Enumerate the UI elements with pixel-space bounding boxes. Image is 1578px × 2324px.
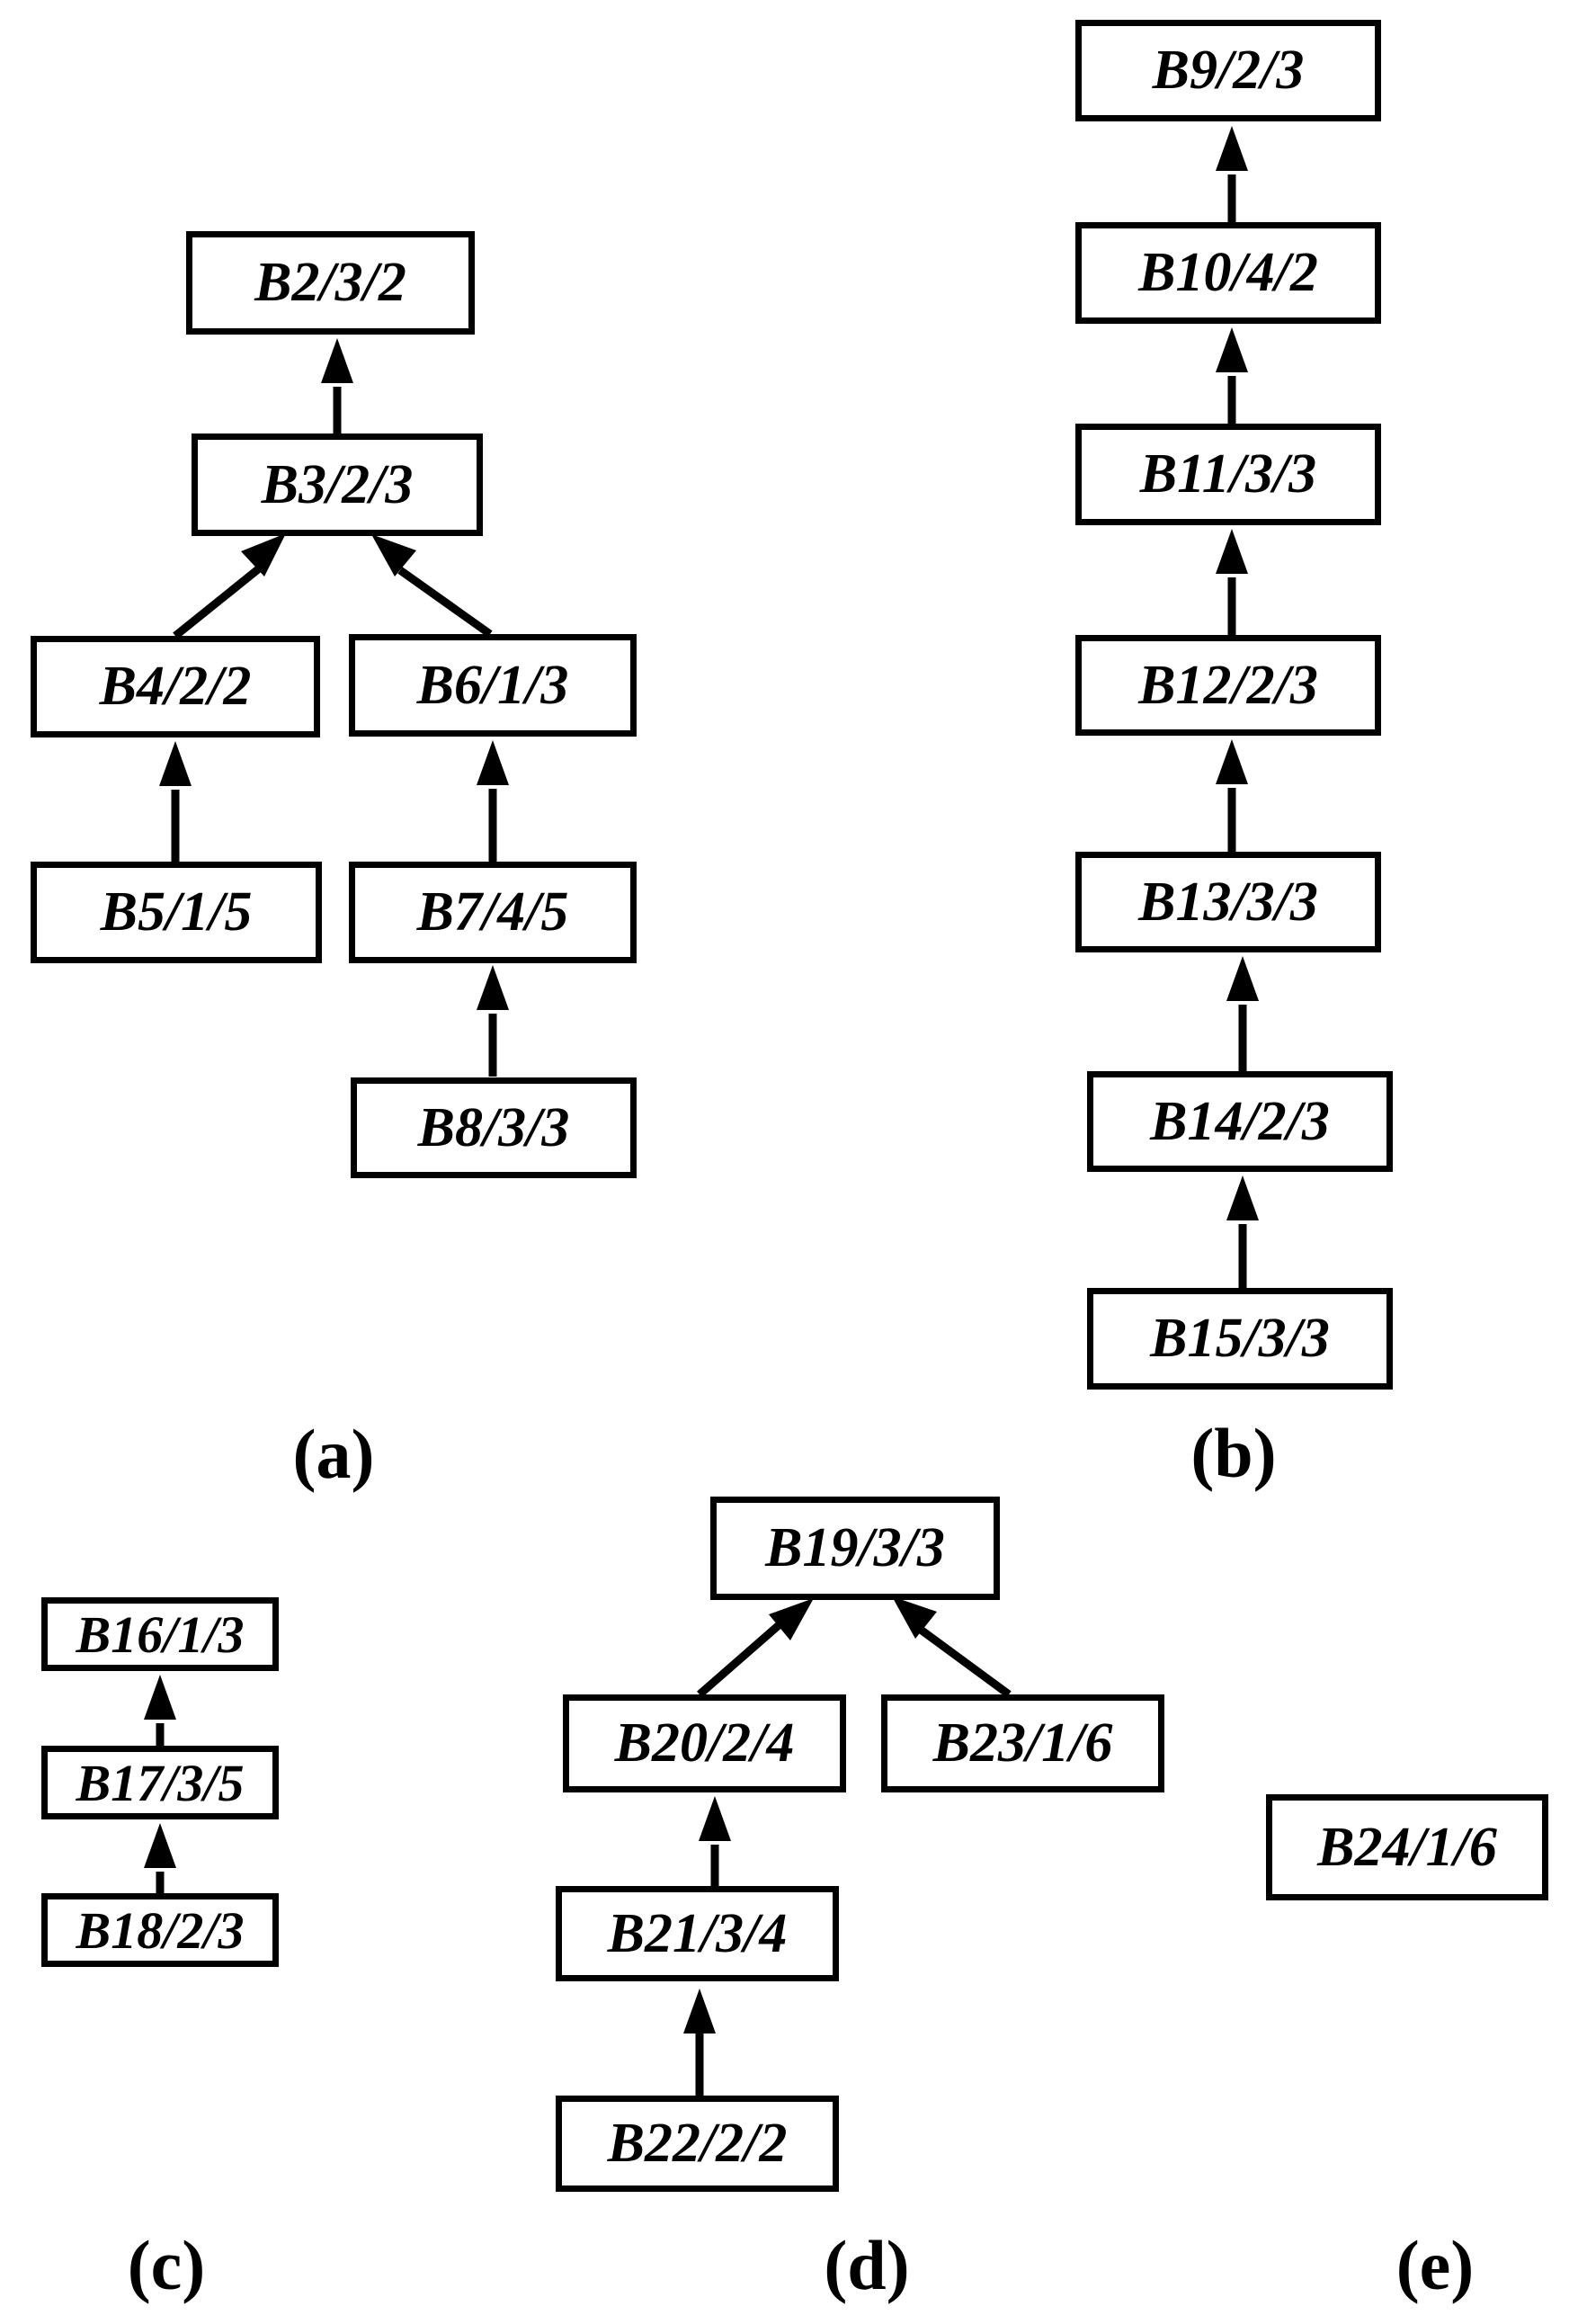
arrow-B21-B20: [699, 1796, 731, 1886]
node-B23-label: B23/1/6: [932, 1712, 1113, 1774]
group-label-c: (c): [128, 2225, 206, 2306]
group-label-c-text: (c): [127, 2226, 206, 2304]
node-B14-label: B14/2/3: [1150, 1090, 1330, 1152]
arrow-B23-B19: [892, 1596, 1012, 1698]
node-B4: B4/2/2: [31, 636, 320, 737]
group-label-a: (a): [293, 1414, 375, 1495]
node-B9-label: B9/2/3: [1152, 40, 1305, 101]
arrow-B18-B17: [144, 1823, 176, 1893]
node-B13-label: B13/3/3: [1138, 871, 1318, 933]
node-B11: B11/3/3: [1075, 424, 1381, 525]
node-B16: B16/1/3: [41, 1597, 279, 1671]
arrow-B15-B14: [1226, 1175, 1259, 1288]
node-B16-label: B16/1/3: [76, 1604, 245, 1664]
arrow-B10-B9: [1216, 126, 1248, 222]
node-B24: B24/1/6: [1266, 1794, 1548, 1900]
group-label-b: (b): [1190, 1413, 1276, 1494]
node-B17: B17/3/5: [41, 1746, 279, 1819]
group-label-e-text: (e): [1395, 2226, 1475, 2304]
node-B6-label: B6/1/3: [416, 654, 569, 716]
node-B5: B5/1/5: [31, 862, 322, 963]
node-B17-label: B17/3/5: [76, 1753, 245, 1812]
node-B11-label: B11/3/3: [1139, 443, 1317, 505]
arrow-B14-B13: [1226, 956, 1259, 1071]
node-B12: B12/2/3: [1075, 635, 1381, 736]
arrow-B4-B3: [173, 533, 286, 639]
node-B10: B10/4/2: [1075, 222, 1381, 324]
node-B12-label: B12/2/3: [1138, 654, 1318, 716]
arrow-B20-B19: [697, 1598, 814, 1698]
node-B13: B13/3/3: [1075, 852, 1381, 952]
node-B24-label: B24/1/6: [1317, 1816, 1497, 1878]
node-B5-label: B5/1/5: [100, 881, 253, 943]
node-B6: B6/1/3: [349, 634, 637, 737]
group-label-e: (e): [1396, 2225, 1475, 2306]
node-B20-label: B20/2/4: [614, 1712, 795, 1774]
node-B18: B18/2/3: [41, 1893, 279, 1967]
node-B14: B14/2/3: [1087, 1071, 1393, 1172]
node-B3-label: B3/2/3: [261, 453, 414, 515]
node-B19: B19/3/3: [710, 1497, 1000, 1600]
node-B15: B15/3/3: [1087, 1288, 1393, 1390]
arrow-B3-B2: [321, 338, 353, 434]
node-B8-label: B8/3/3: [417, 1096, 570, 1158]
node-B10-label: B10/4/2: [1138, 242, 1318, 303]
arrow-B6-B3: [371, 534, 493, 638]
group-label-a-text: (a): [292, 1415, 375, 1493]
node-B2-label: B2/3/2: [254, 252, 406, 313]
node-B21: B21/3/4: [556, 1886, 839, 1981]
node-B22: B22/2/2: [556, 2096, 839, 2192]
node-B19-label: B19/3/3: [765, 1517, 945, 1578]
arrow-B13-B12: [1216, 739, 1248, 852]
node-B7: B7/4/5: [349, 862, 637, 963]
arrow-B12-B11: [1216, 529, 1248, 635]
node-B20: B20/2/4: [563, 1694, 846, 1792]
node-B2: B2/3/2: [186, 231, 475, 335]
arrow-B22-B21: [683, 1989, 716, 2096]
node-B22-label: B22/2/2: [607, 2113, 788, 2174]
arrow-B7-B6: [477, 740, 509, 862]
node-B15-label: B15/3/3: [1150, 1308, 1330, 1369]
group-label-b-text: (b): [1190, 1414, 1277, 1492]
node-B23: B23/1/6: [881, 1694, 1164, 1792]
node-B9: B9/2/3: [1075, 20, 1381, 121]
arrow-B11-B10: [1216, 327, 1248, 424]
node-B18-label: B18/2/3: [76, 1900, 245, 1960]
node-B21-label: B21/3/4: [607, 1902, 788, 1964]
arrow-B17-B16: [144, 1675, 176, 1746]
arrow-B8-B7: [477, 965, 509, 1077]
arrow-B5-B4: [159, 741, 192, 862]
group-label-d: (d): [824, 2225, 909, 2306]
node-B4-label: B4/2/2: [99, 656, 252, 717]
node-B8: B8/3/3: [351, 1077, 637, 1178]
group-label-d-text: (d): [824, 2226, 910, 2304]
node-B3: B3/2/3: [192, 434, 483, 536]
node-B7-label: B7/4/5: [416, 881, 569, 943]
